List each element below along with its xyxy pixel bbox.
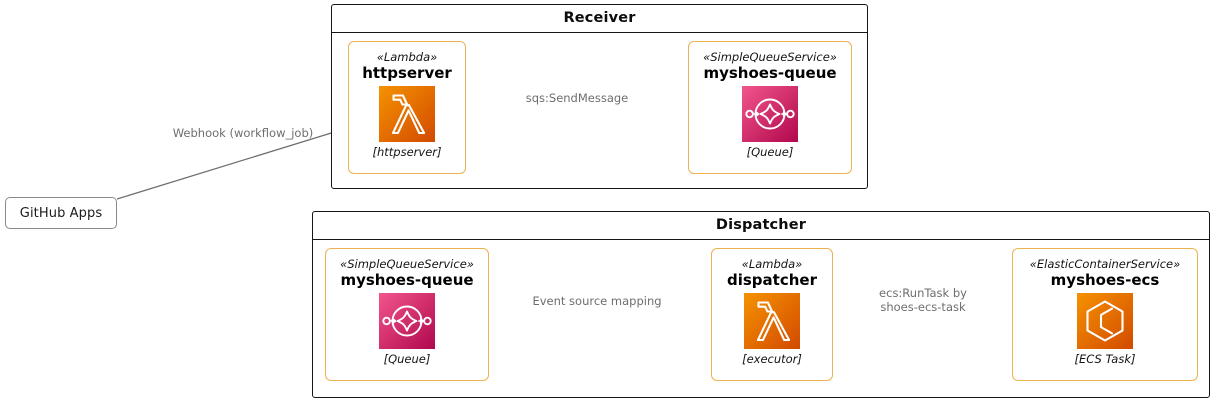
node-dispatcher-lambda-stereotype: «Lambda»	[741, 257, 803, 271]
node-myshoes-queue-dispatcher[interactable]: «SimpleQueueService» myshoes-queue [Queu…	[325, 248, 489, 381]
node-myshoes-ecs-caption: [ECS Task]	[1074, 352, 1136, 366]
group-dispatcher-title: Dispatcher	[313, 212, 1209, 240]
group-receiver-title: Receiver	[332, 5, 867, 33]
node-httpserver[interactable]: «Lambda» httpserver [httpserver]	[348, 41, 466, 174]
edge-event-source-mapping-label: Event source mapping	[512, 294, 682, 308]
node-httpserver-stereotype: «Lambda»	[376, 50, 438, 64]
node-dispatcher-lambda-caption: [executor]	[742, 352, 802, 366]
node-myshoes-queue-dispatcher-title: myshoes-queue	[340, 271, 474, 289]
node-myshoes-queue-receiver[interactable]: «SimpleQueueService» myshoes-queue [Queu…	[688, 41, 852, 174]
edge-webhook-label: Webhook (workflow_job)	[143, 126, 343, 140]
node-myshoes-ecs-stereotype: «ElasticContainerService»	[1029, 257, 1181, 271]
node-myshoes-queue-dispatcher-caption: [Queue]	[383, 352, 431, 366]
node-myshoes-queue-receiver-title: myshoes-queue	[703, 64, 837, 82]
actor-github-apps-label: GitHub Apps	[19, 205, 103, 221]
edge-sendmessage-label: sqs:SendMessage	[497, 91, 657, 105]
edge-webhook-label-line-1: Webhook (workflow_job)	[172, 126, 314, 140]
edge-webhook-line	[116, 128, 342, 200]
edge-runtask-label: ecs:RunTask by shoes-ecs-task	[860, 286, 986, 314]
actor-github-apps[interactable]: GitHub Apps	[5, 197, 117, 229]
node-dispatcher-lambda[interactable]: «Lambda» dispatcher [executor]	[711, 248, 833, 381]
node-myshoes-queue-dispatcher-stereotype: «SimpleQueueService»	[340, 257, 474, 271]
node-myshoes-ecs-title: myshoes-ecs	[1050, 271, 1160, 289]
node-dispatcher-lambda-title: dispatcher	[727, 271, 817, 289]
node-myshoes-queue-receiver-stereotype: «SimpleQueueService»	[703, 50, 837, 64]
node-httpserver-title: httpserver	[362, 64, 452, 82]
node-myshoes-queue-receiver-caption: [Queue]	[746, 145, 794, 159]
edge-event-source-mapping-label-line-1: Event source mapping	[532, 294, 662, 308]
aws-ecs-icon	[1077, 293, 1133, 349]
aws-lambda-icon	[379, 86, 435, 142]
edge-runtask-label-line-1: ecs:RunTask by	[879, 286, 967, 300]
node-myshoes-ecs[interactable]: «ElasticContainerService» myshoes-ecs [E…	[1012, 248, 1198, 381]
node-httpserver-caption: [httpserver]	[372, 145, 442, 159]
edge-runtask-label-line-2: shoes-ecs-task	[880, 300, 966, 314]
aws-lambda-icon	[744, 293, 800, 349]
aws-sqs-icon	[379, 293, 435, 349]
aws-sqs-icon	[742, 86, 798, 142]
edge-sendmessage-label-line-1: sqs:SendMessage	[525, 91, 629, 105]
